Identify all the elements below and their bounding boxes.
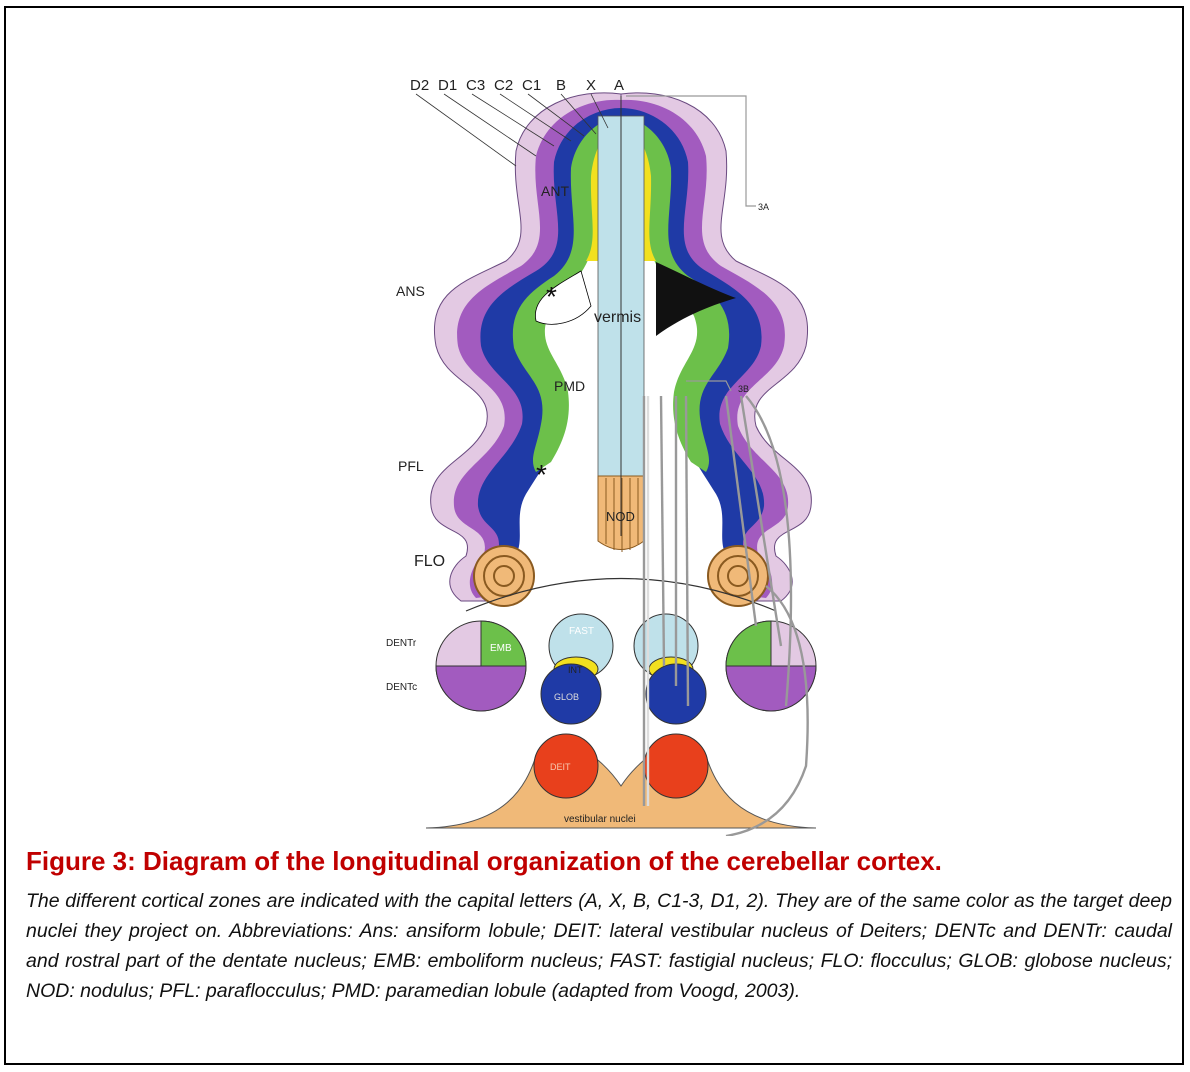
label-pmd: PMD (554, 378, 585, 394)
zone-label-c2: C2 (494, 77, 513, 94)
label-dent-c: DENTc (386, 682, 417, 693)
figure-caption-title: Figure 3: Diagram of the longitudinal or… (26, 846, 1176, 877)
zone-label-a: A (614, 77, 624, 94)
deiters-right (644, 734, 708, 798)
zone-label-b: B (556, 77, 566, 94)
zone-label-c1: C1 (522, 77, 541, 94)
label-glob: GLOB (554, 692, 579, 702)
label-fast: FAST (569, 626, 594, 637)
label-ant: ANT (541, 183, 569, 199)
zone-label-d1: D1 (438, 77, 457, 94)
label-nod: NOD (606, 509, 635, 524)
figure-frame: D2 D1 C3 C2 C1 B X A ANT ANS vermis PMD … (4, 6, 1184, 1065)
label-dent-r: DENTr (386, 638, 417, 649)
label-vestibular: vestibular nuclei (564, 814, 636, 825)
label-int: INT (568, 665, 583, 675)
label-vermis: vermis (594, 309, 641, 326)
zone-label-x: X (586, 77, 596, 94)
label-emb: EMB (490, 643, 512, 654)
zone-label-c3: C3 (466, 77, 485, 94)
label-pfl: PFL (398, 458, 424, 474)
zone-letters: D2 D1 C3 C2 C1 B X A (410, 77, 624, 94)
label-deit: DEIT (550, 762, 571, 772)
label-flo: FLO (414, 553, 445, 570)
asterisk-upper: * (546, 281, 557, 312)
right-cortex (621, 93, 811, 606)
label-3b: 3B (738, 384, 749, 394)
label-ans: ANS (396, 283, 425, 299)
label-3a: 3A (758, 202, 769, 212)
zone-label-d2: D2 (410, 77, 429, 94)
left-cortex (431, 93, 621, 606)
asterisk-lower: * (536, 459, 547, 490)
cerebellum-diagram: D2 D1 C3 C2 C1 B X A ANT ANS vermis PMD … (386, 66, 846, 836)
figure-caption-body: The different cortical zones are indicat… (26, 886, 1172, 1006)
